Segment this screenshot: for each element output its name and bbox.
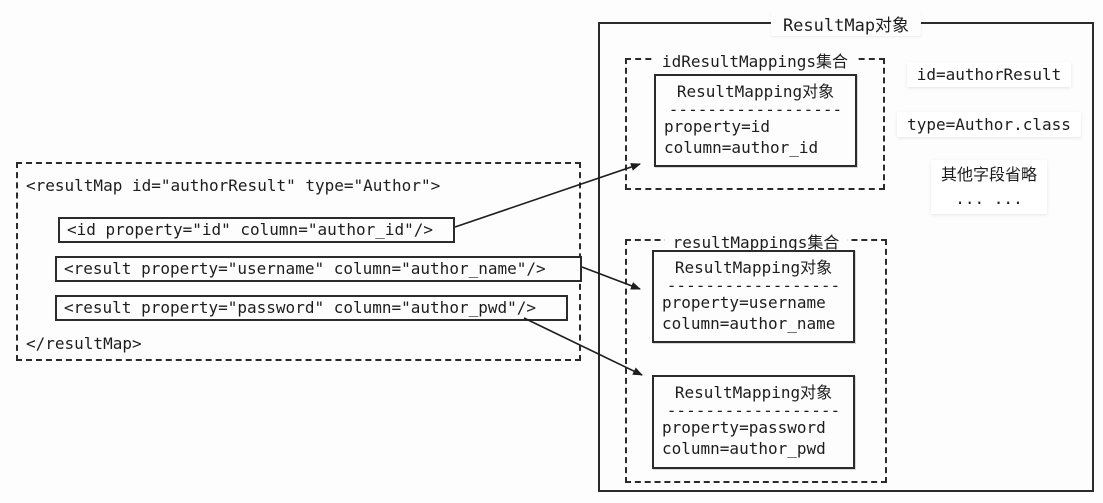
id-result-mappings-collection: idResultMappings集合 ResultMapping对象 -----… xyxy=(625,48,885,190)
xml-resultmap-box: <resultMap id="authorResult" type="Autho… xyxy=(16,162,582,361)
mapping-title: ResultMapping对象 xyxy=(676,82,835,101)
mapping-property: property=password xyxy=(662,418,826,437)
mapping-title: ResultMapping对象 xyxy=(674,383,833,402)
result-mapping-box-id: ResultMapping对象 ------------------ prope… xyxy=(654,74,857,167)
result-mappings-collection: resultMappings集合 ResultMapping对象 -------… xyxy=(625,229,887,483)
result-mapping-box-username: ResultMapping对象 ------------------ prope… xyxy=(652,250,855,343)
mapping-column: column=author_name xyxy=(662,314,836,333)
xml-id-line: <id property="id" column="author_id"/> xyxy=(58,217,455,243)
result-mapping-box-password: ResultMapping对象 ------------------ prope… xyxy=(652,375,855,469)
result-mappings-label: resultMappings集合 xyxy=(664,229,848,253)
field-others-omitted: 其他字段省略 ... ... xyxy=(930,160,1047,214)
field-others-line1: 其他字段省略 xyxy=(940,165,1037,184)
xml-password-line: <result property="password" column="auth… xyxy=(55,295,568,321)
mapping-separator: ------------------ xyxy=(666,279,841,292)
mapping-title: ResultMapping对象 xyxy=(674,258,833,277)
mapping-separator: ------------------ xyxy=(666,404,841,417)
field-others-line2: ... ... xyxy=(955,189,1023,208)
mapping-separator: ------------------ xyxy=(668,103,843,116)
xml-close-tag: </resultMap> xyxy=(26,334,142,353)
resultmap-fields: id=authorResult type=Author.class 其他字段省略… xyxy=(893,62,1085,214)
mapping-property: property=username xyxy=(662,293,826,312)
mapping-column: column=author_pwd xyxy=(662,439,826,458)
mapping-column: column=author_id xyxy=(664,138,819,157)
resultmap-object-box: ResultMap对象 idResultMappings集合 ResultMap… xyxy=(598,11,1094,492)
field-id: id=authorResult xyxy=(906,62,1072,87)
id-result-mappings-label: idResultMappings集合 xyxy=(653,48,857,72)
xml-username-line: <result property="username" column="auth… xyxy=(55,256,582,282)
resultmap-object-title: ResultMap对象 xyxy=(770,11,922,36)
field-type: type=Author.class xyxy=(897,112,1081,137)
xml-open-tag: <resultMap id="authorResult" type="Autho… xyxy=(26,176,441,195)
mapping-property: property=id xyxy=(664,117,770,136)
